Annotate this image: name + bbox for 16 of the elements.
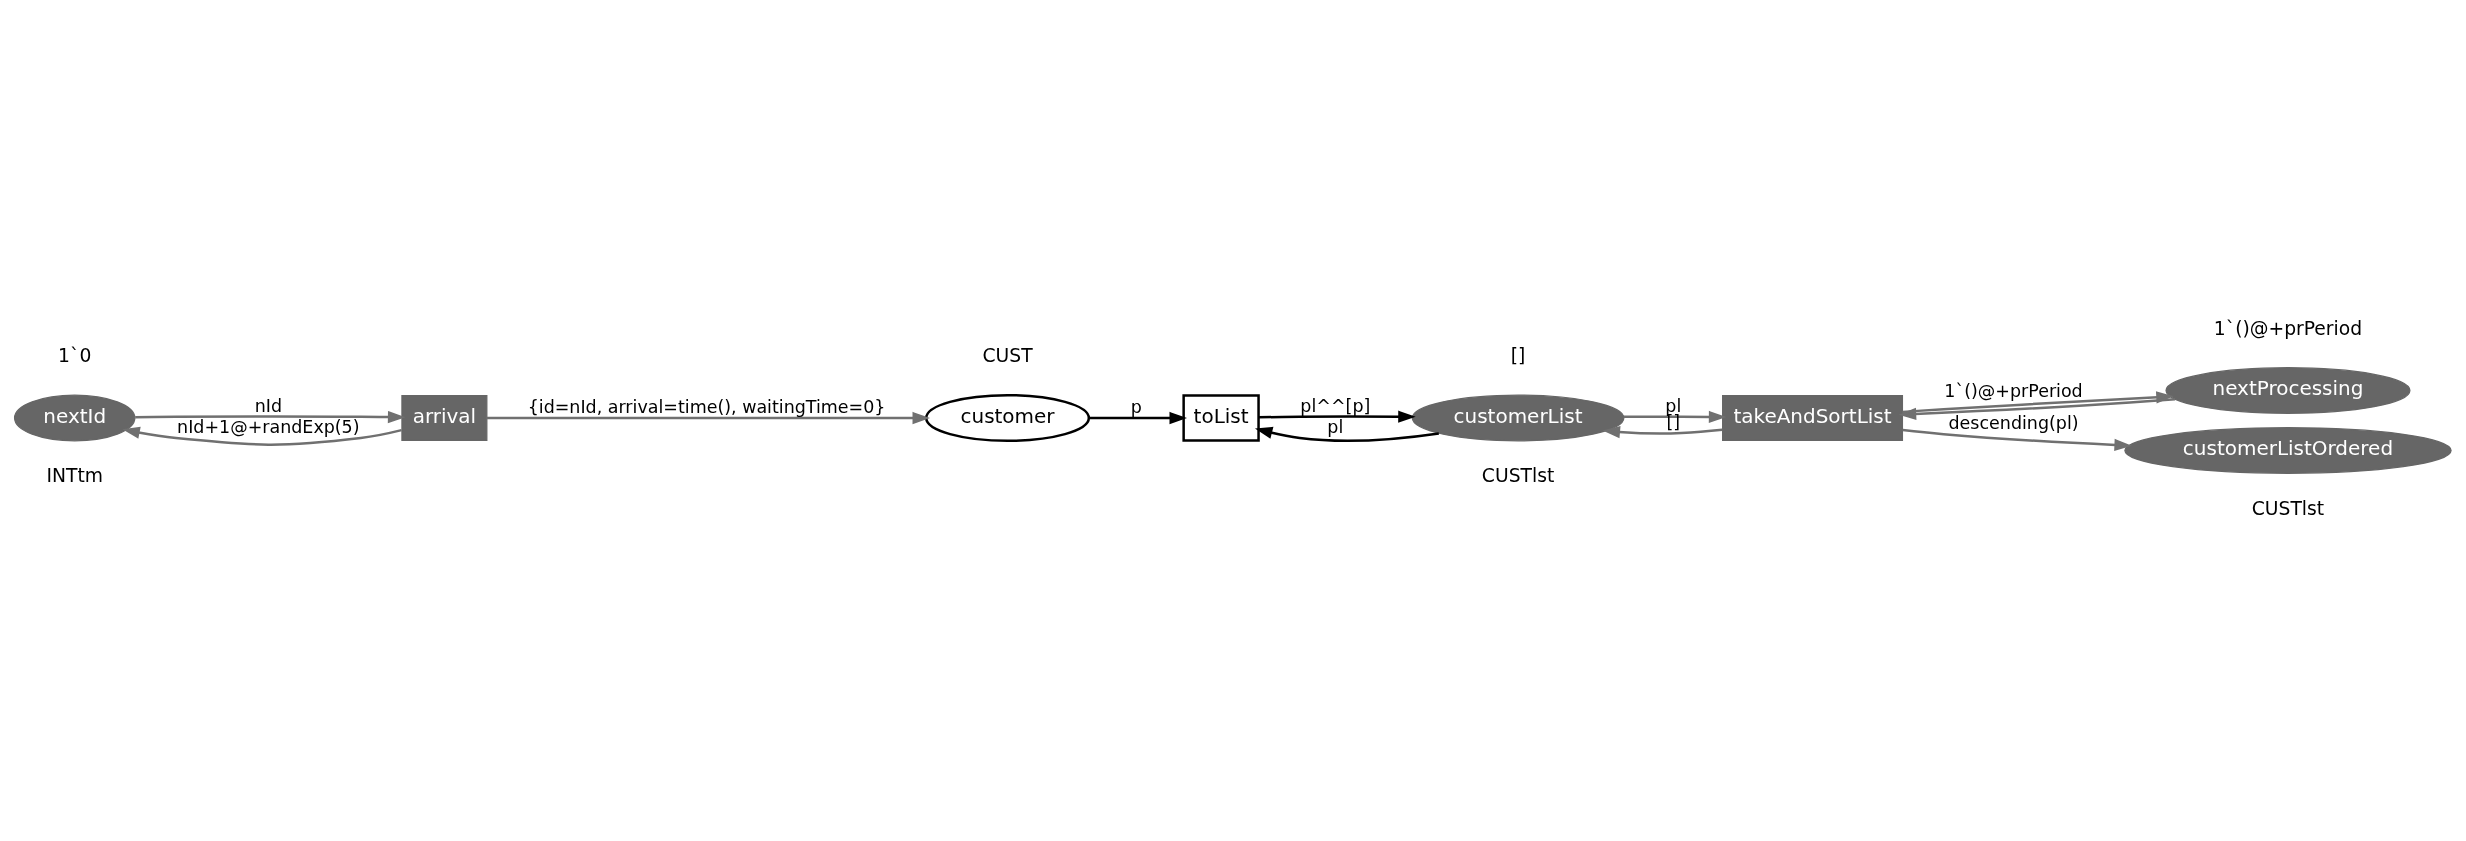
edge-label: nId+1@+randExp(5)	[177, 417, 360, 438]
node-label: CUST	[982, 345, 1033, 367]
edge-label: 1`()@+prPeriod	[1944, 381, 2083, 402]
edge-label: pl	[1327, 417, 1344, 438]
node-label: []	[1510, 345, 1526, 367]
edge-label: {id=nId, arrival=time(), waitingTime=0}	[527, 397, 886, 418]
node-label: CUSTlst	[1481, 465, 1555, 487]
node-label: INTtm	[46, 465, 103, 487]
node-label: CUSTlst	[2251, 497, 2325, 519]
edge-label: descending(pl)	[1948, 413, 2079, 434]
edge-label: p	[1130, 397, 1142, 418]
edge-label: pl	[1665, 396, 1682, 417]
edge-label: pl^^[p]	[1300, 396, 1371, 417]
edge-label: nId	[254, 396, 283, 417]
node-label: 1`0	[58, 345, 92, 367]
node-label: 1`()@+prPeriod	[2213, 317, 2363, 339]
